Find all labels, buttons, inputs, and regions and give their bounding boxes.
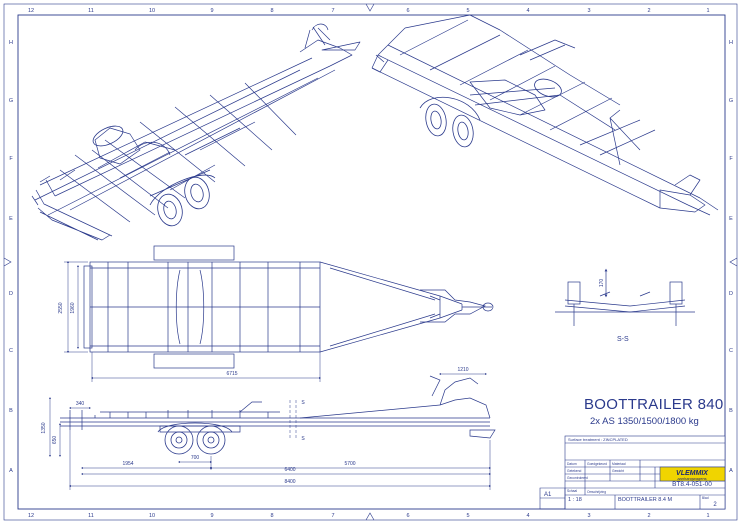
brand-name: VLEMMIX xyxy=(676,470,709,477)
column-number: 5 xyxy=(466,8,469,14)
brand-logo-bg xyxy=(659,466,726,482)
row-letter: B xyxy=(9,408,13,414)
label-material: Materiaal xyxy=(612,462,626,466)
dim-label: 8400 xyxy=(284,479,295,485)
column-number: 4 xyxy=(526,8,529,14)
dim-label: 1350 xyxy=(41,422,47,433)
iso-front-wheels xyxy=(419,78,562,148)
dim-label: 170 xyxy=(599,279,605,288)
row-letter: D xyxy=(9,291,13,297)
column-numbers-top: 12 11 10 9 8 7 6 5 4 3 2 1 xyxy=(28,8,710,14)
row-letter: C xyxy=(9,348,13,354)
dim-label: 340 xyxy=(76,401,85,407)
dim-label: 700 xyxy=(191,455,200,461)
section-mark: S xyxy=(301,436,305,442)
row-letters-right: H G F E D C B A xyxy=(729,40,733,474)
column-number: 6 xyxy=(406,8,409,14)
outer-border xyxy=(3,3,738,521)
section-view xyxy=(555,268,695,326)
column-number: 7 xyxy=(331,8,334,14)
row-letter: C xyxy=(729,348,733,354)
scale-value: 1 : 18 xyxy=(568,497,582,503)
side-view-wheels xyxy=(157,422,233,455)
inner-border xyxy=(17,14,726,510)
drawing-title: BOOTTRAILER 840 xyxy=(584,396,724,413)
dim-label: 650 xyxy=(52,436,58,445)
notes-line: Surface treatment : ZINCPLATED xyxy=(568,437,628,442)
section-mark: S xyxy=(301,400,305,406)
column-number: 8 xyxy=(270,513,273,519)
row-letters-left: H G F E D C B A xyxy=(9,40,13,474)
column-number: 3 xyxy=(587,513,590,519)
column-number: 10 xyxy=(149,513,155,519)
row-letter: B xyxy=(729,408,733,414)
brand-tagline: aanhangwagens xyxy=(677,476,706,481)
column-number: 9 xyxy=(210,8,213,14)
plan-view xyxy=(83,245,494,369)
dim-label: 1954 xyxy=(122,461,133,467)
row-letter: E xyxy=(729,216,733,222)
row-letter: H xyxy=(9,40,13,46)
sheet-size: A1 xyxy=(544,492,552,498)
column-number: 6 xyxy=(406,513,409,519)
dim-label: 5700 xyxy=(344,461,355,467)
column-number: 1 xyxy=(706,8,709,14)
label-drawn: Getekend xyxy=(567,469,581,473)
row-letter: F xyxy=(729,156,733,162)
column-number: 11 xyxy=(88,8,94,14)
description: BOOTTRAILER 8.4 M xyxy=(618,497,673,503)
row-letter: A xyxy=(729,468,733,474)
dim-label: 1210 xyxy=(457,367,468,373)
description-label: Omschrijving xyxy=(587,490,606,494)
column-number: 10 xyxy=(149,8,155,14)
column-number: 9 xyxy=(210,513,213,519)
row-letter: G xyxy=(9,98,13,104)
row-letter: E xyxy=(9,216,13,222)
iso-rear-wheels xyxy=(92,125,216,227)
label-approved: Goedgekeurd xyxy=(587,462,607,466)
column-number: 3 xyxy=(587,8,590,14)
label-sheet: Blad xyxy=(702,496,709,500)
drawing-number: BT8.4-051-00 xyxy=(672,481,712,488)
plan-view-dims xyxy=(64,261,321,382)
section-label: S-S xyxy=(617,336,629,343)
centre-marks xyxy=(3,3,738,521)
side-view-dim-labels: 1350 650 340 700 1954 5700 6400 8400 121… xyxy=(41,367,469,485)
column-number: 2 xyxy=(647,8,650,14)
plan-view-dim-labels: 2550 1960 6715 xyxy=(58,302,238,377)
column-number: 2 xyxy=(647,513,650,519)
column-number: 8 xyxy=(270,8,273,14)
label-date: Datum xyxy=(567,462,577,466)
row-letter: A xyxy=(9,468,13,474)
title-block-text: Surface treatment : ZINCPLATED Datum Get… xyxy=(544,437,717,508)
side-view xyxy=(60,375,496,439)
dim-label: 1960 xyxy=(70,302,76,313)
label-checked: Gecontroleerd xyxy=(567,476,588,480)
column-number: 11 xyxy=(88,513,94,519)
column-number: 12 xyxy=(28,513,34,519)
iso-view-front xyxy=(371,14,719,216)
column-numbers-bottom: 12 11 10 9 8 7 6 5 4 3 2 1 xyxy=(28,513,710,519)
column-number: 1 xyxy=(706,513,709,519)
row-letter: G xyxy=(729,98,733,104)
dim-label: 6400 xyxy=(284,467,295,473)
column-number: 12 xyxy=(28,8,34,14)
iso-view-rear xyxy=(31,23,361,241)
drawing-subtitle: 2x AS 1350/1500/1800 kg xyxy=(590,416,699,427)
label-scale: Schaal xyxy=(567,489,577,493)
column-number: 7 xyxy=(331,513,334,519)
side-view-dims xyxy=(49,373,491,490)
dim-label: 2550 xyxy=(58,302,64,313)
brand-logo: VLEMMIX aanhangwagens xyxy=(676,470,709,481)
row-letter: F xyxy=(9,156,13,162)
row-letter: H xyxy=(729,40,733,46)
label-weight: Gewicht xyxy=(612,469,624,473)
column-number: 4 xyxy=(526,513,529,519)
column-number: 5 xyxy=(466,513,469,519)
dim-label: 6715 xyxy=(226,371,237,377)
row-letter: D xyxy=(729,291,733,297)
sheet-number: 2 xyxy=(713,502,717,508)
